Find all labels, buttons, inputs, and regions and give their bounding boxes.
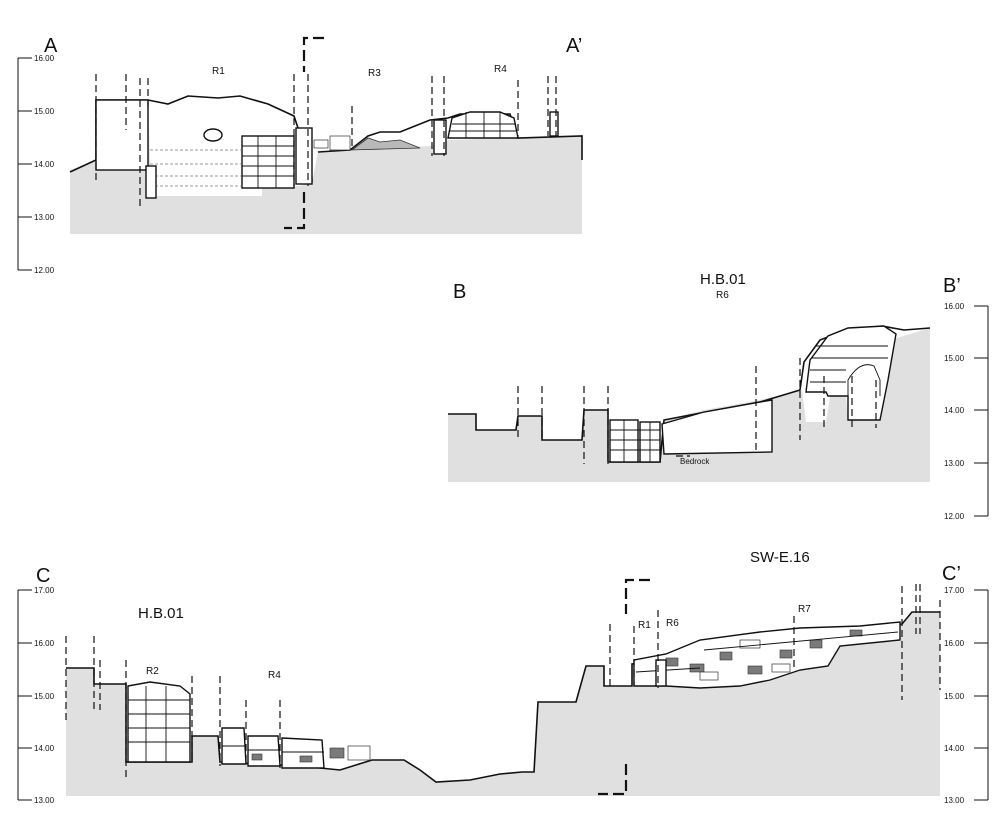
section-a-left-label: A xyxy=(44,35,58,57)
section-a-cut-lines xyxy=(95,74,557,206)
section-c-r4-wall-3 xyxy=(281,737,325,769)
section-c-right-tick-1: 17.00 xyxy=(944,586,965,595)
section-c-right-tick-2: 16.00 xyxy=(944,639,965,648)
section-b-tick-1: 16.00 xyxy=(944,302,965,311)
section-c-bracket-bottom xyxy=(598,764,628,796)
section-c-cut-lines xyxy=(65,584,941,780)
section-a-bracket-bottom xyxy=(284,192,306,230)
section-b-scale-bar xyxy=(974,305,989,517)
section-b-cut-lines xyxy=(517,358,877,464)
section-c-left-tick-4: 14.00 xyxy=(34,744,55,753)
section-c-r4-stones xyxy=(222,745,371,763)
section-c-bracket-top xyxy=(624,578,650,614)
section-c-r2-stones xyxy=(128,686,190,762)
section-b-note: Bedrock xyxy=(680,457,710,466)
section-c-left-tick-2: 16.00 xyxy=(34,639,55,648)
section-b-title: H.B.01 xyxy=(700,271,746,288)
section-b-ground xyxy=(448,328,930,482)
section-a-r4-masonry xyxy=(447,111,519,139)
section-b-tick-5: 12.00 xyxy=(944,512,965,521)
section-b-arch-opening xyxy=(847,364,881,396)
section-a-r4-stones xyxy=(450,112,517,138)
section-a-floor-dotted-lines xyxy=(150,149,242,187)
section-c-scale-bar-right xyxy=(974,589,989,801)
section-c-swe16-stones xyxy=(635,629,899,681)
section-a-ground xyxy=(70,100,582,234)
section-c-room-r6: R6 xyxy=(666,618,679,629)
section-b-arch-block xyxy=(805,325,897,421)
section-a-tick-2: 15.00 xyxy=(34,107,55,116)
section-a-tick-4: 13.00 xyxy=(34,213,55,222)
section-c-right-tick-3: 15.00 xyxy=(944,692,965,701)
section-c-scale-bar-left xyxy=(17,589,32,801)
section-b-left-label: B xyxy=(453,281,466,303)
section-c-wall-r1-r6 xyxy=(655,659,667,687)
section-c-r4-wall-2 xyxy=(247,735,281,767)
section-c-left-title: H.B.01 xyxy=(138,605,184,622)
section-c-right-title: SW-E.16 xyxy=(750,549,810,566)
section-a-right-label: A’ xyxy=(566,35,582,57)
section-b-tick-4: 13.00 xyxy=(944,459,965,468)
section-c-room-r7: R7 xyxy=(798,604,811,615)
section-b-tick-3: 14.00 xyxy=(944,406,965,415)
section-a-column xyxy=(145,165,157,199)
section-a-room-r4: R4 xyxy=(494,64,507,75)
section-a-scale-bar xyxy=(17,57,32,271)
section-a-wall-left xyxy=(95,99,149,171)
section-a-tick-5: 12.00 xyxy=(34,266,55,275)
section-a-r3-stones xyxy=(313,135,351,151)
section-b-masonry-courses xyxy=(610,420,660,462)
section-a-room-r3: R3 xyxy=(368,68,381,79)
section-a-wall-divider xyxy=(433,119,447,155)
section-c-left-label: C xyxy=(36,565,50,587)
section-b-tick-2: 15.00 xyxy=(944,354,965,363)
section-c-room-r4: R4 xyxy=(268,670,281,681)
section-c-left-tick-1: 17.00 xyxy=(34,586,55,595)
section-a-r1-stone-courses xyxy=(242,136,294,188)
section-b-subtitle: R6 xyxy=(716,290,729,301)
section-a-wall-r1-masonry xyxy=(241,135,295,189)
section-a-tick-1: 16.00 xyxy=(34,54,55,63)
section-a-room-r1: R1 xyxy=(212,66,225,77)
section-c-left-tick-3: 15.00 xyxy=(34,692,55,701)
section-a-tick-3: 14.00 xyxy=(34,160,55,169)
section-a-wall-r1-r3 xyxy=(295,127,313,185)
section-a-bracket-top xyxy=(302,36,324,72)
section-c-left-tick-5: 13.00 xyxy=(34,796,55,805)
section-b-right-label: B’ xyxy=(943,275,961,297)
section-b-arch-courses xyxy=(810,345,888,383)
section-a-wall-right-stub xyxy=(549,111,559,137)
section-c-room-r1: R1 xyxy=(638,620,651,631)
section-c-right-tick-4: 14.00 xyxy=(944,744,965,753)
section-a-r3-grey-fill xyxy=(349,137,421,151)
section-c-room-r2: R2 xyxy=(146,666,159,677)
section-c-right-label: C’ xyxy=(942,563,961,585)
section-c-r2-masonry xyxy=(127,681,191,763)
section-a-stone xyxy=(203,128,223,142)
section-c-right-tick-5: 13.00 xyxy=(944,796,965,805)
